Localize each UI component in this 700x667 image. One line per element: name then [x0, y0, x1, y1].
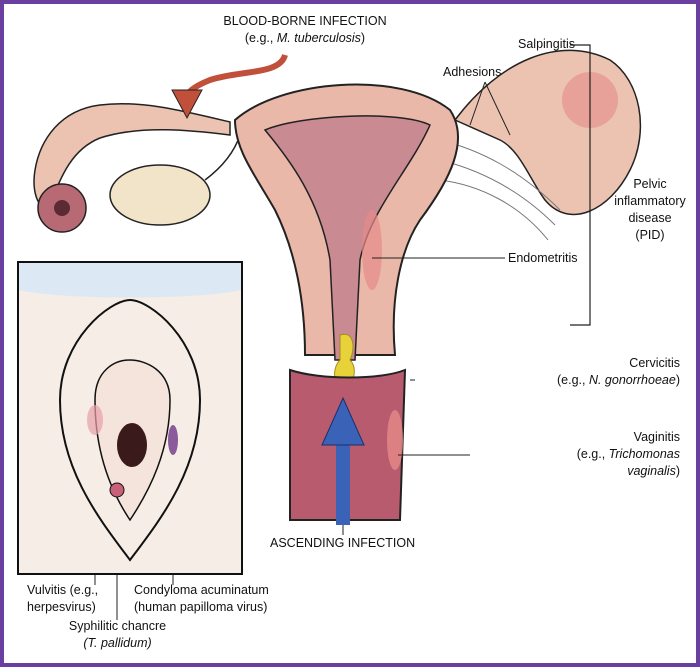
pid-bracket — [570, 44, 591, 326]
syphilis-title: Syphilitic chancre — [68, 619, 167, 633]
pid-line: disease — [628, 211, 672, 225]
vulvitis-label: Vulvitis (e.g., herpesvirus) — [27, 582, 98, 616]
condyloma — [168, 425, 178, 455]
pid-line: inflammatory — [614, 194, 686, 208]
endometrial-cavity — [263, 115, 431, 361]
pid-line: Pelvic — [633, 177, 667, 191]
organism: vaginalis — [627, 464, 676, 478]
vulvitis-line: herpesvirus) — [27, 600, 96, 614]
ascending-arrow-shaft — [336, 440, 350, 525]
vaginitis-inflamed-area — [387, 410, 403, 470]
vaginitis-title: Vaginitis — [633, 430, 680, 444]
eg-suffix: ) — [360, 31, 366, 45]
organism: M. tuberculosis — [276, 31, 361, 45]
condyloma-line: Condyloma acuminatum — [134, 583, 269, 597]
endometritis-label: Endometritis — [508, 251, 578, 265]
blood-borne-title: BLOOD-BORNE INFECTION — [223, 14, 387, 28]
syphilitic-chancre-label: Syphilitic chancre (T. pallidum) — [55, 618, 180, 652]
vaginitis-label: Vaginitis (e.g., Trichomonas vaginalis) — [440, 429, 680, 480]
vaginitis-example: (e.g., Trichomonas — [440, 446, 680, 463]
organism: N. gonorrhoeae — [588, 373, 676, 387]
condyloma-label: Condyloma acuminatum (human papilloma vi… — [134, 582, 269, 616]
endometritis-inflamed-area — [362, 210, 382, 290]
vaginitis-example-cont: vaginalis) — [440, 463, 680, 480]
blood-borne-example: (e.g., M. tuberculosis) — [205, 30, 405, 47]
eg-suffix: ) — [675, 373, 680, 387]
eg-prefix: (e.g., — [576, 447, 609, 461]
cervicitis-title: Cervicitis — [629, 356, 680, 370]
blood-borne-infection-label: BLOOD-BORNE INFECTION (e.g., M. tubercul… — [205, 13, 405, 47]
cervicitis-example: (e.g., N. gonorrhoeae) — [440, 372, 680, 389]
organism: Trichomonas — [608, 447, 680, 461]
eg-suffix: ) — [675, 464, 680, 478]
pid-line: (PID) — [635, 228, 665, 242]
salpingitis-label: Salpingitis — [518, 37, 575, 51]
ascending-infection-label: ASCENDING INFECTION — [270, 536, 416, 550]
ascending-arrowhead — [321, 396, 365, 446]
introitus — [117, 423, 147, 467]
pid-label: Pelvic inflammatory disease (PID) — [600, 176, 700, 244]
blood-borne-arrow — [183, 53, 288, 102]
vulvitis — [87, 405, 103, 435]
adhesions-label: Adhesions — [443, 65, 502, 79]
blood-borne-arrowhead — [171, 89, 203, 120]
eg-prefix: (e.g., — [556, 373, 589, 387]
vulvitis-line: Vulvitis (e.g., — [27, 583, 99, 597]
chancre — [109, 482, 125, 498]
condyloma-line: (human papilloma virus) — [134, 600, 268, 614]
cervicitis-label: Cervicitis (e.g., N. gonorrhoeae) — [440, 355, 680, 389]
eg-prefix: (e.g., — [244, 31, 277, 45]
left-ovary — [109, 164, 211, 226]
organism: (T. pallidum) — [83, 636, 152, 650]
